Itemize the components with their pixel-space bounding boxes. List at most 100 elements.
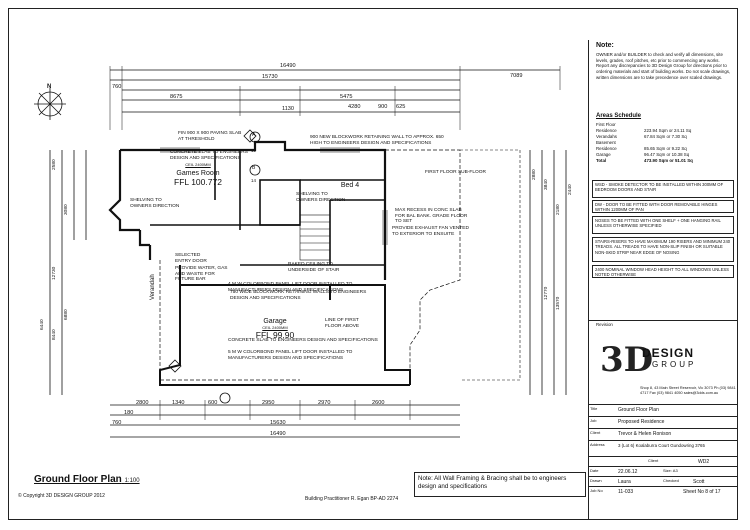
dim-left-4: 6440 bbox=[40, 319, 45, 330]
compass-north-label: N bbox=[47, 84, 52, 90]
dim-top-right: 7089 bbox=[510, 73, 523, 79]
section-mark-b: B bbox=[252, 165, 256, 171]
areas-heading: Areas Schedule bbox=[596, 113, 642, 119]
label-concrete-slab-top: CONCRETE SLAB TO ENGINEERS DESIGN AND SP… bbox=[170, 150, 248, 161]
label-4m-door: 4 M W COLORBOND PANEL LIFT DOOR INSTALLE… bbox=[228, 282, 353, 293]
dim-top-9: 625 bbox=[396, 104, 406, 110]
drawing-title: Ground Floor Plan 1:100 bbox=[34, 474, 140, 485]
dim-top-4: 5475 bbox=[340, 94, 353, 100]
room-games: Games Room FFL 100.772 bbox=[148, 170, 248, 187]
dim-top-8: 900 bbox=[378, 104, 388, 110]
company-logo: 3D DESIGN GROUP bbox=[600, 340, 730, 400]
company-address: Shop 8, 43 Main Street Reservoir, Vic 30… bbox=[640, 386, 736, 395]
dim-top-7: 1130 bbox=[282, 106, 295, 112]
copyright: © Copyright 3D DESIGN GROUP 2012 bbox=[18, 493, 105, 499]
room-bed4-name: Bed 4 bbox=[340, 182, 360, 189]
dim-bottom-6: 2600 bbox=[372, 400, 385, 406]
area-row: Basement bbox=[596, 139, 616, 145]
drawing-scale: 1:100 bbox=[124, 478, 140, 484]
section-mark-12: 12 bbox=[251, 148, 256, 153]
label-line-first-floor: LINE OF FIRST FLOOR ABOVE bbox=[325, 318, 360, 329]
label-shelving-2: SHELVING TO OWNERS DIRECTION bbox=[296, 192, 346, 203]
label-exhaust-fan: PROVIDE EXHAUST FAN VENTED TO EXTERIOR T… bbox=[392, 226, 469, 237]
label-paving-slab: FIN 900 X 900 PAVING SLAB AT THRESHOLD bbox=[178, 131, 242, 142]
section-mark-14: 14 bbox=[251, 178, 256, 183]
label-5m-door: 5 M W COLORBOND PANEL LIFT DOOR INSTALLE… bbox=[228, 350, 353, 361]
floor-plan-drawing bbox=[34, 66, 567, 438]
dim-overall-top: 16490 bbox=[280, 63, 296, 69]
drawing-frame bbox=[8, 8, 738, 520]
label-blockwork-walls: 750 WIDE BLOCKWORK RETAINING WALLS TO EN… bbox=[230, 290, 367, 301]
north-wall bbox=[120, 140, 387, 280]
engineer-note: Note: All Wall Framing & Bracing shall b… bbox=[414, 472, 586, 497]
spec-box-door: DW - DOOR TO BE FITTED WITH DOOR REMOVAB… bbox=[592, 200, 734, 213]
spec-box-shelf: NOSES TO BE FITTED WITH ONE SHELF + ONE … bbox=[592, 216, 734, 234]
room-bed4: Bed 4 bbox=[330, 182, 370, 189]
spec-box-smoke: WSD - SMOKE DETECTOR TO BE INSTALLED WIT… bbox=[592, 180, 734, 198]
dim-right-4: 2440 bbox=[568, 184, 573, 195]
notes-body: OWNER and/or BUILDER to check and verify… bbox=[596, 52, 731, 80]
dim-right-3: 2180 bbox=[556, 204, 561, 215]
label-retaining-wall: 900 NEW BLOCKWORK RETAINING WALL TO APPR… bbox=[310, 135, 444, 146]
label-concrete-slab-bottom: CONCRETE SLAB TO ENGINEERS DESIGN AND SP… bbox=[228, 338, 378, 343]
practitioner-label: Building Practitioner R. Egan BP-AD 2274 bbox=[305, 496, 399, 502]
label-water-gas: PROVIDE WATER, GAS AND WASTE FOR FUTURE … bbox=[175, 266, 228, 283]
logo-3d-mark: 3D bbox=[600, 340, 654, 380]
dim-bottom-4: 2950 bbox=[262, 400, 275, 406]
dim-left-5: 8440 bbox=[52, 329, 57, 340]
dim-right-5: 12770 bbox=[544, 286, 549, 300]
spec-box-window: 2400 NOMINAL WINDOW HEAD HEIGHT TO ALL W… bbox=[592, 265, 734, 278]
label-shelving-1: SHELVING TO OWNERS DIRECTION bbox=[130, 198, 180, 209]
dim-bottom-1: 2800 bbox=[136, 400, 149, 406]
dim-top-2: 15730 bbox=[262, 74, 278, 80]
label-raked-ceiling: RAKED CEILING TO UNDERSIDE OF STAIR bbox=[288, 262, 340, 273]
dim-bottom-3: 600 bbox=[208, 400, 218, 406]
room-games-ceiling: CEIL 2400MM bbox=[185, 162, 211, 167]
revision-label: Revision bbox=[596, 322, 613, 327]
revision-divider bbox=[588, 320, 738, 321]
room-games-name: Games Room bbox=[176, 170, 220, 177]
dim-left-3: 12730 bbox=[52, 266, 57, 280]
room-games-floor: FFL 100.772 bbox=[174, 177, 222, 187]
label-entry-door: SELECTED ENTRY DOOR bbox=[175, 253, 207, 264]
dim-bottom-7: 15630 bbox=[270, 420, 286, 426]
dim-top-3: 8675 bbox=[170, 94, 183, 100]
dim-left-2: 3080 bbox=[64, 204, 69, 215]
room-garage-floor: FFL 99.90 bbox=[255, 330, 295, 340]
logo-group: GROUP bbox=[652, 360, 697, 369]
dim-bottom-8: 16490 bbox=[270, 431, 286, 437]
dim-right-1: 2880 bbox=[532, 169, 537, 180]
room-garage-name: Garage bbox=[263, 318, 287, 325]
dim-bottom-10: 180 bbox=[124, 410, 134, 416]
dim-bottom-5: 2970 bbox=[318, 400, 331, 406]
label-max-recess: MAX RECESS IN CONC SLAB FOR BAL BANK. GR… bbox=[395, 208, 468, 225]
room-garage-ceiling: CEIL 2400MM bbox=[262, 325, 288, 330]
dim-left-1: 2580 bbox=[52, 159, 57, 170]
dim-right-2: 3840 bbox=[544, 179, 549, 190]
room-garage: Garage CEIL 2400MM FFL 99.90 bbox=[240, 318, 310, 340]
logo-design: DESIGN bbox=[642, 346, 695, 360]
notes-panel bbox=[588, 40, 739, 520]
label-sub-floor: FIRST FLOOR SUB-FLOOR bbox=[425, 170, 486, 175]
room-verandah-name: Verandah bbox=[150, 274, 156, 300]
dim-left-6: 6880 bbox=[64, 309, 69, 320]
spec-box-stairs: STAIRS-RISERS TO HAVE MAXIMUM 190 RISERS… bbox=[592, 237, 734, 262]
section-mark-a: A bbox=[252, 132, 256, 138]
dim-right-6: 13570 bbox=[556, 296, 561, 310]
dim-bottom-9: 760 bbox=[112, 420, 122, 426]
area-row: First Floor bbox=[596, 122, 616, 127]
